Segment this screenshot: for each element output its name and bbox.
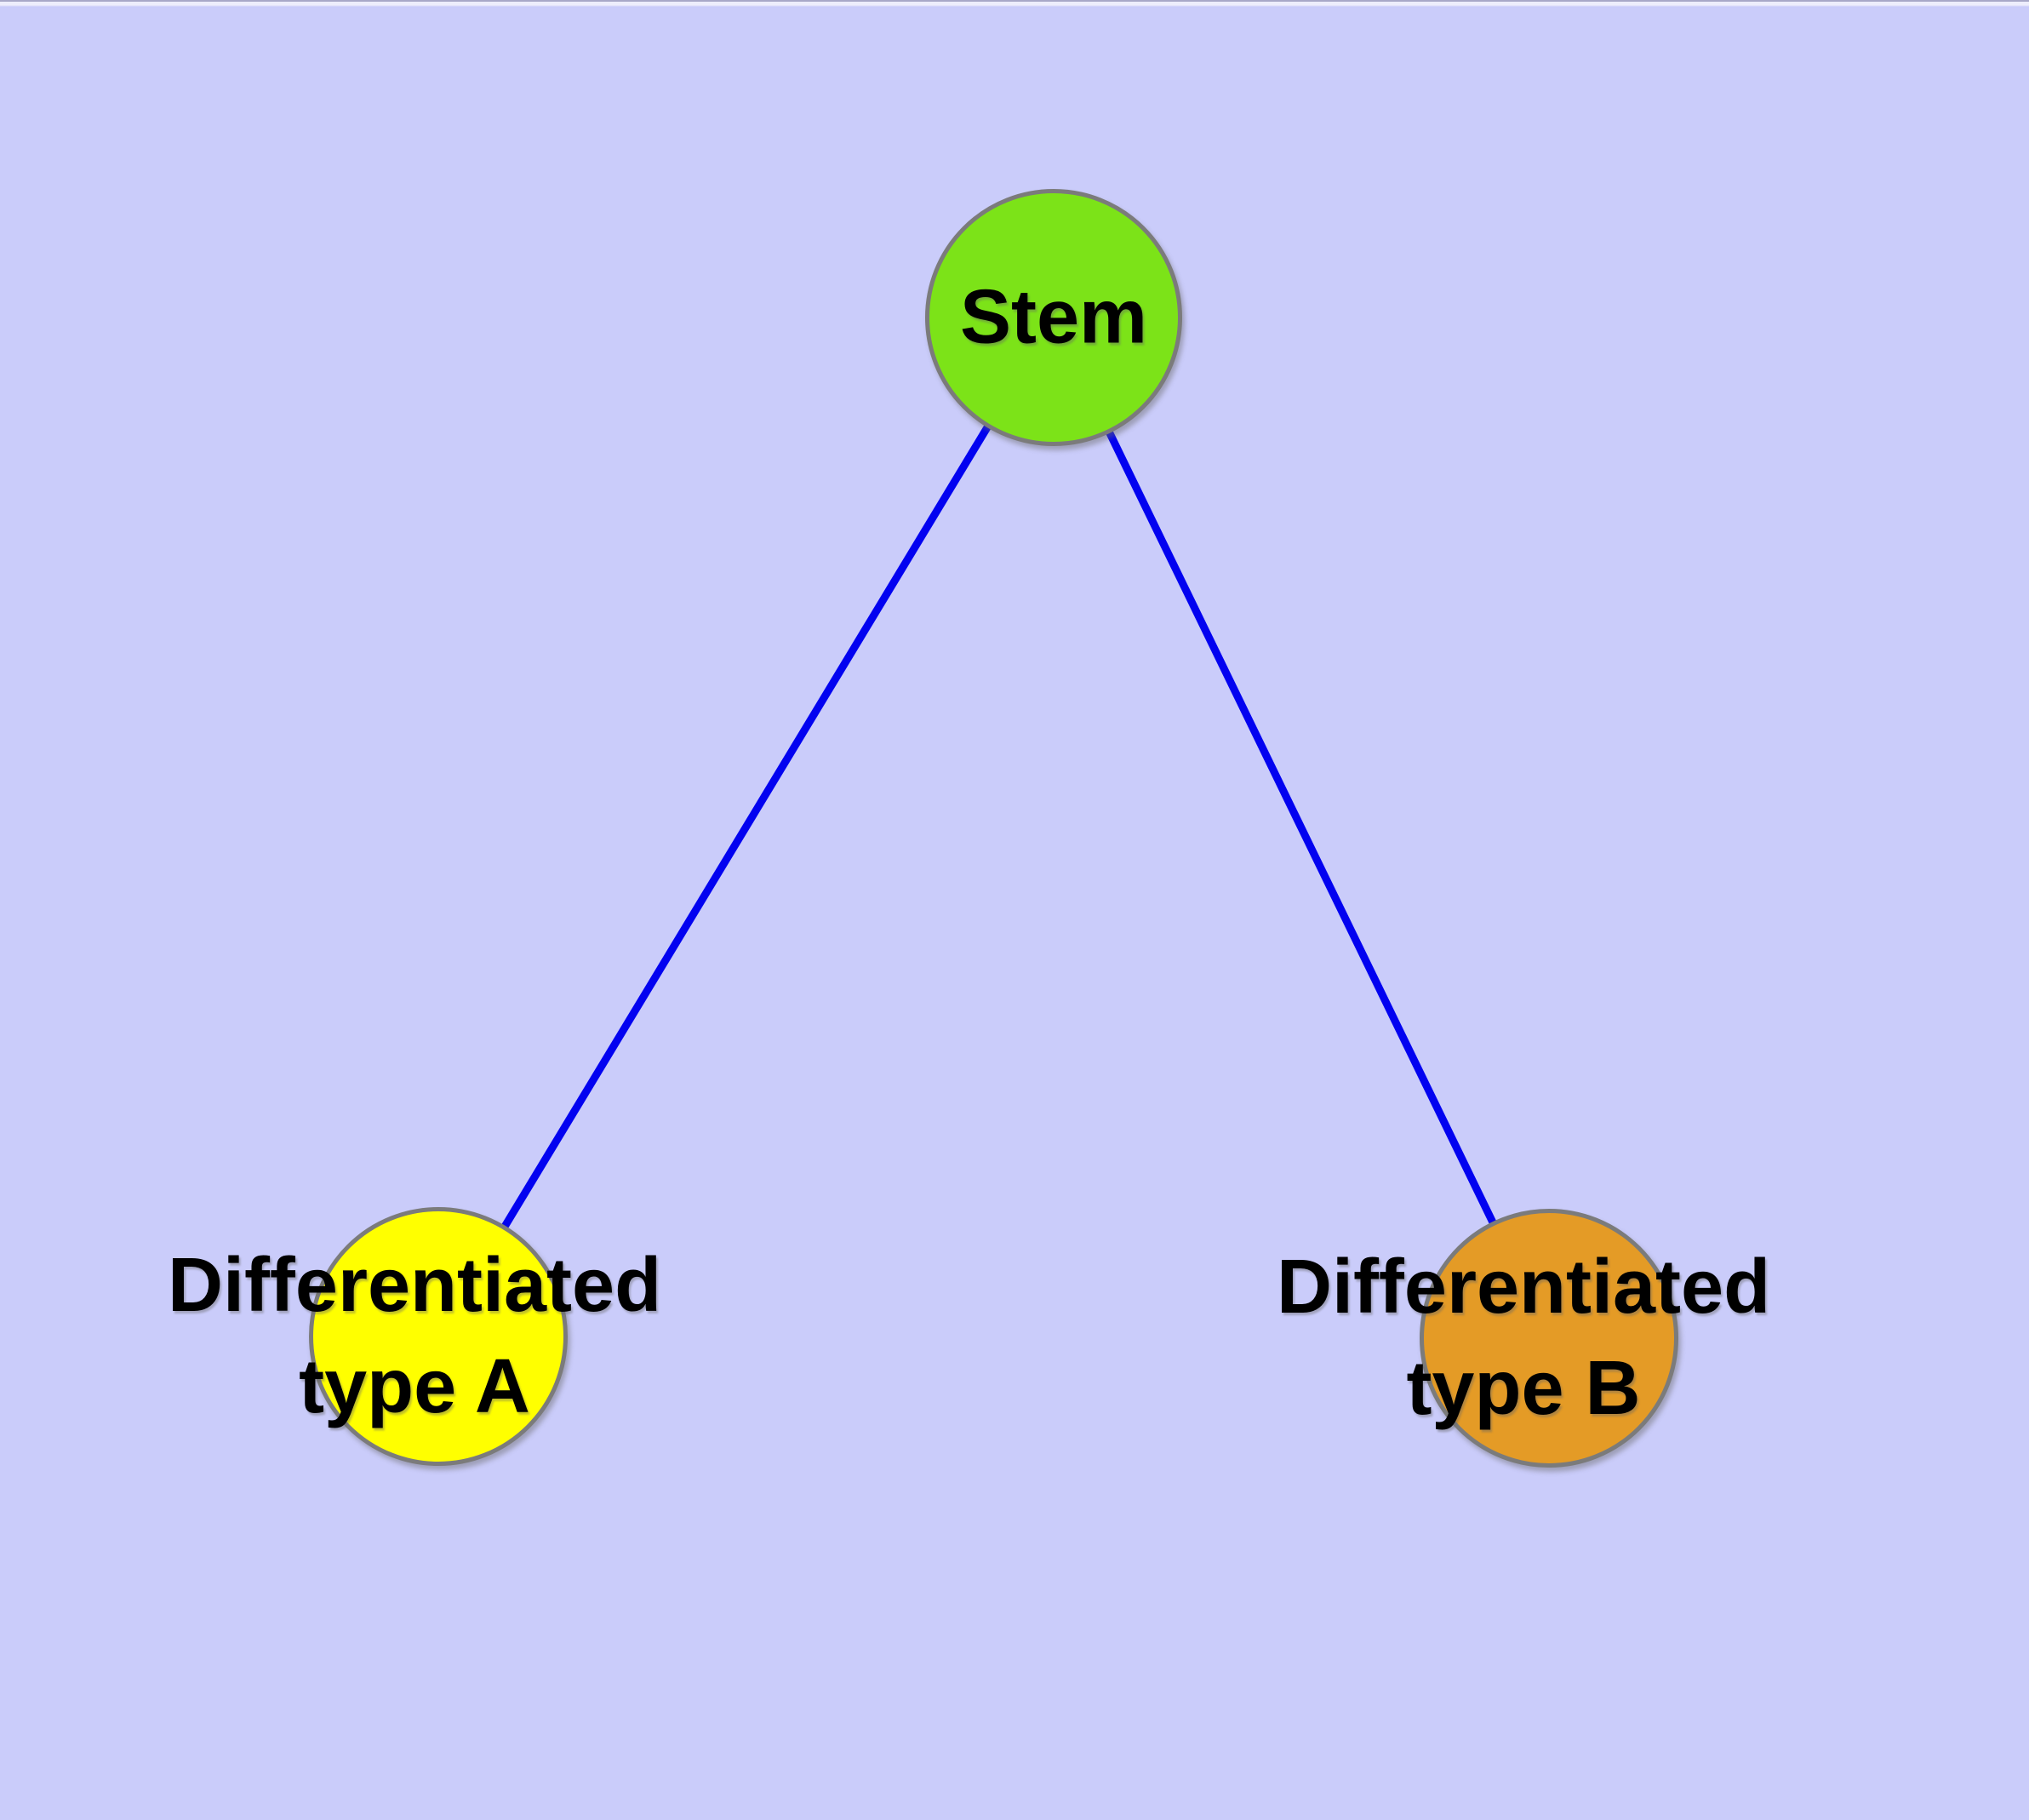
edge-stem-to-type-b [1049,316,1553,1340]
top-edge-highlight [0,0,2029,7]
node-differentiated-type-b: Differentiated type B [1277,1209,1770,1468]
node-differentiated-type-a: Differentiated type A [168,1207,661,1466]
edge-stem-to-type-a [435,315,1057,1339]
node-stem: Stem [925,189,1182,446]
node-stem-label: Stem [959,274,1148,360]
